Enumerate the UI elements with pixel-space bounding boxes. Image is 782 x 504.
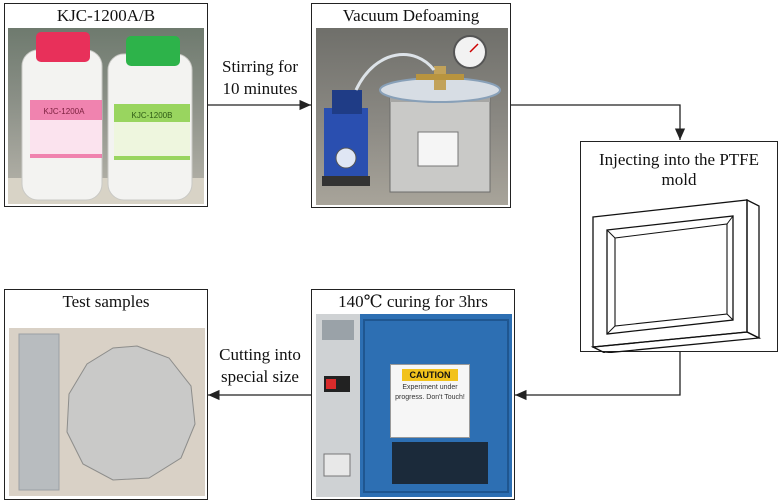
step-curing-title: 140℃ curing for 3hrs — [338, 292, 488, 311]
step-mold-title: Injecting into the PTFE mold — [598, 150, 760, 189]
label-stir: Stirring for 10 minutes — [221, 57, 299, 98]
bottle-b-label: KJC-1200B — [132, 111, 173, 120]
samples-photo — [9, 328, 205, 496]
vacuum-pump — [322, 90, 370, 186]
step-materials-title: KJC-1200A/B — [56, 6, 156, 25]
step-materials: KJC-1200A/B KJC-1200A KJC-1200B — [4, 3, 208, 207]
bottles-photo: KJC-1200A KJC-1200B — [8, 28, 204, 204]
oven-photo: CAUTION Experiment under progress. Don't… — [316, 314, 512, 497]
step-defoaming-title: Vacuum Defoaming — [342, 6, 480, 25]
strip-sample — [18, 333, 60, 491]
caution-text: Experiment under progress. Don't Touch! — [395, 384, 465, 401]
bottle-b — [107, 36, 193, 201]
bottle-a-label: KJC-1200A — [44, 107, 86, 116]
arrow-to-curing — [515, 352, 681, 401]
vacuum-chamber — [379, 35, 501, 193]
step-defoaming: Vacuum Defoaming — [311, 3, 511, 208]
arrow-to-mold — [511, 104, 686, 140]
caution-sign: CAUTION Experiment under progress. Don't… — [390, 364, 470, 438]
step-samples-title: Test samples — [62, 292, 150, 311]
vacuum-photo — [316, 28, 508, 205]
disc-sample — [66, 345, 196, 481]
step-samples: Test samples — [4, 289, 208, 500]
label-cut: Cutting into special size — [219, 345, 301, 386]
bottle-a — [21, 32, 103, 201]
step-curing: 140℃ curing for 3hrs CAUTION Experiment … — [311, 289, 515, 500]
ptfe-mold-drawing — [590, 198, 762, 353]
caution-header: CAUTION — [402, 369, 458, 381]
step-mold: Injecting into the PTFE mold — [580, 141, 778, 353]
